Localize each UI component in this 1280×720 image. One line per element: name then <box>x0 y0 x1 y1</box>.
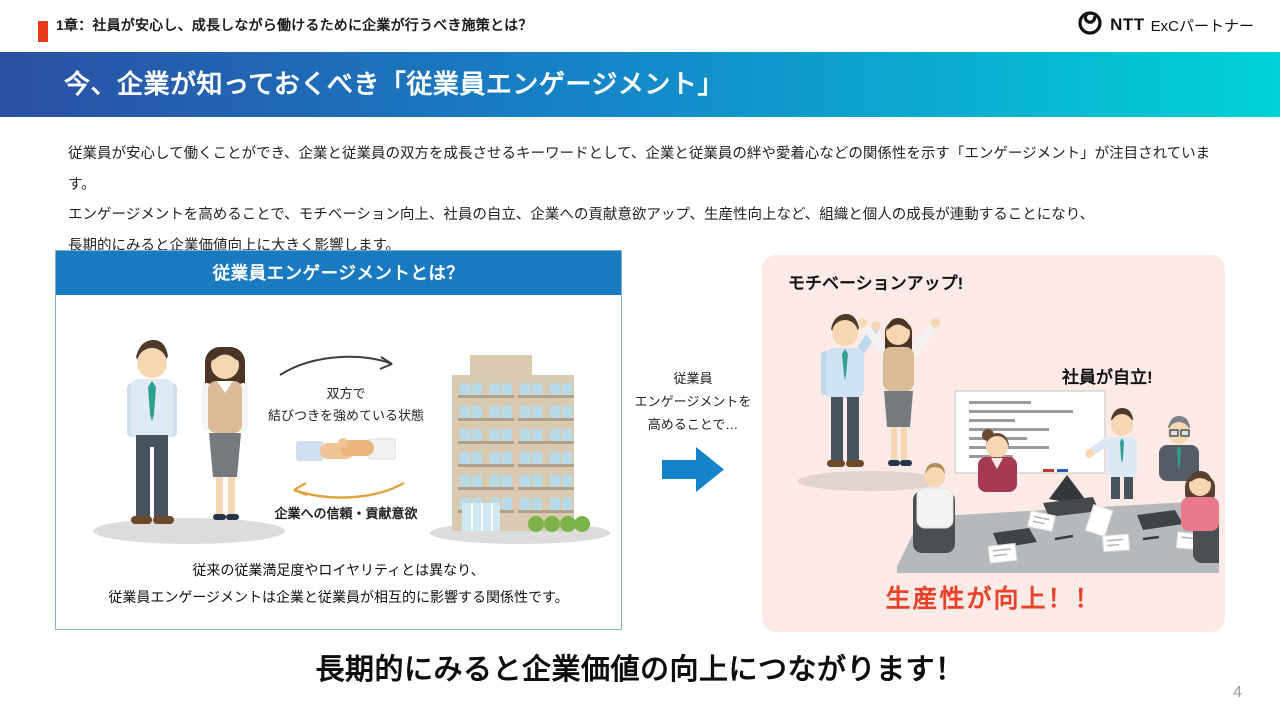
connector: 従業員 エンゲージメントを 高めることで… <box>623 255 763 555</box>
logo-brand-text: NTT <box>1110 15 1145 34</box>
result-box: モチベーションアップ! <box>762 255 1229 632</box>
connector-label: 従業員 エンゲージメントを 高めることで… <box>634 371 752 432</box>
ntt-logo-icon <box>1076 9 1104 42</box>
intro-paragraph: 従業員が安心して働くことができ、企業と従業員の双方を成長させるキーワードとして、… <box>68 139 1228 261</box>
ntt-exc-logo: NTT ExCパートナー <box>1076 0 1254 50</box>
intro-line-1: 従業員が安心して働くことができ、企業と従業員の双方を成長させるキーワードとして、… <box>68 146 1211 193</box>
office-building-illustration <box>428 347 618 552</box>
logo-name-text: ExCパートナー <box>1150 17 1254 35</box>
chapter-marker-icon <box>38 21 48 42</box>
curved-arrow-left-icon <box>284 477 410 508</box>
page-title: 今、企業が知っておくべき「従業員エンゲージメント」 <box>64 69 724 99</box>
trust-label: 企業への信頼・貢献意欲 <box>274 506 418 521</box>
curved-arrow-right-icon <box>274 345 402 386</box>
two-employees-cheering-illustration <box>792 299 947 496</box>
chapter-title: 1章：社員が安心し、成長しながら働けるために企業が行うべき施策とは？ <box>56 17 533 33</box>
definition-box: 従業員エンゲージメントとは？ <box>55 250 622 630</box>
team-meeting-whiteboard-illustration <box>893 387 1229 578</box>
productivity-label: 生産性が向上！！ <box>885 585 1102 613</box>
independence-label: 社員が自立! <box>1062 368 1153 387</box>
page-number: 4 <box>1233 684 1242 701</box>
two-employees-standing-illustration <box>86 321 301 556</box>
right-block-arrow-icon <box>662 447 724 497</box>
intro-line-3: 長期的にみると企業価値向上に大きく影響します。 <box>68 237 401 254</box>
handshake-icon <box>296 427 397 480</box>
definition-box-footer: 従来の従業満足度やロイヤリティとは異なり、 従業員エンゲージメントは企業と従業員… <box>108 562 569 605</box>
top-header: 1章：社員が安心し、成長しながら働けるために企業が行うべき施策とは？ NTT E… <box>0 0 1280 50</box>
conclusion-text: 長期的にみると企業価値の向上につながります！ <box>315 654 965 686</box>
mutual-state-label: 双方で 結びつきを強めている状態 <box>267 386 424 423</box>
title-bar: 今、企業が知っておくべき「従業員エンゲージメント」 <box>0 52 1280 117</box>
motivation-label: モチベーションアップ! <box>788 274 964 293</box>
definition-box-header: 従業員エンゲージメントとは？ <box>56 251 621 295</box>
intro-line-2: エンゲージメントを高めることで、モチベーション向上、社員の自立、企業への貢献意欲… <box>68 207 1095 223</box>
